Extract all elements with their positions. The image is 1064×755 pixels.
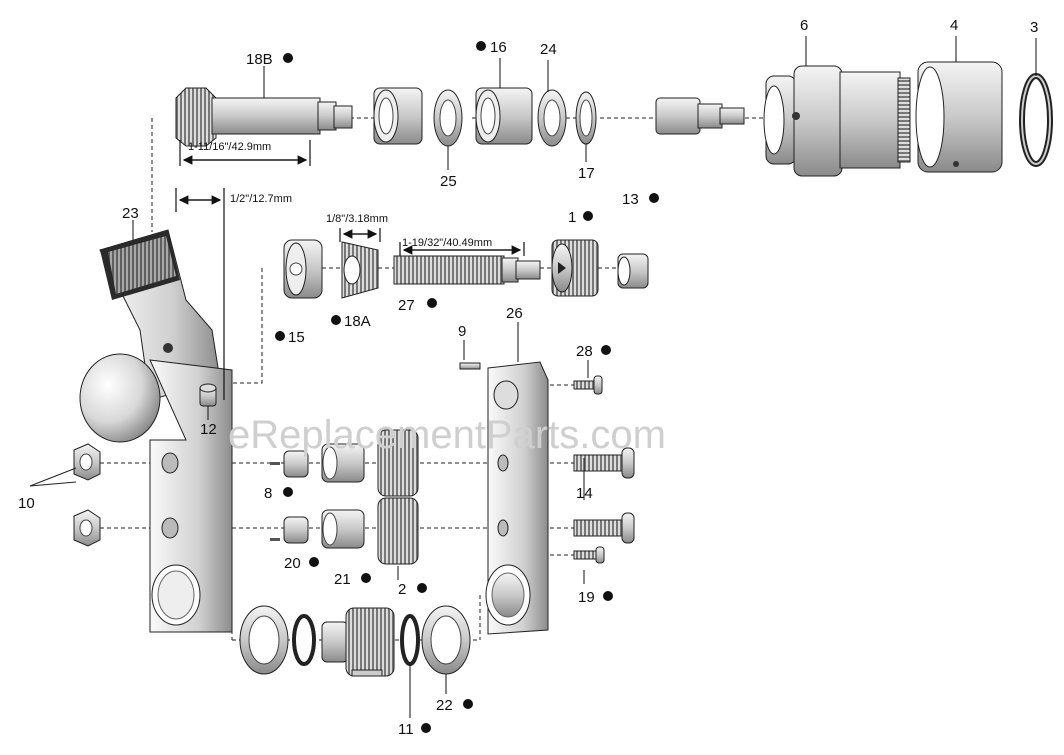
part-26-side-plate <box>485 361 549 635</box>
callout-20: 20 <box>284 555 301 572</box>
part-16-needle-bearing-a <box>373 87 423 145</box>
callout-19: 19 <box>578 589 595 606</box>
part-18b-pinion-shaft <box>175 87 353 147</box>
part-16-needle-bearing-b <box>475 87 533 145</box>
callout-leaders <box>132 36 1037 584</box>
part-10-nuts <box>73 443 101 547</box>
dimension-label-d4: 1-19/32"/40.49mm <box>402 237 492 249</box>
part-3-retaining-ring <box>1019 73 1053 167</box>
callout-4: 4 <box>950 17 958 34</box>
part-19-screw <box>573 546 605 564</box>
part-9-pin <box>459 362 481 370</box>
callout-8: 8 <box>264 485 272 502</box>
callout-28: 28 <box>576 343 593 360</box>
callout-18a: 18A <box>344 313 371 330</box>
callout-13: 13 <box>622 191 639 208</box>
callout-12: 12 <box>200 421 217 438</box>
callout-22: 22 <box>436 697 453 714</box>
part-6-clutch-housing <box>763 65 911 177</box>
callout-27: 27 <box>398 297 415 314</box>
part-4-collar <box>915 61 1003 173</box>
callout-9: 9 <box>458 323 466 340</box>
part-23-angle-head-housing <box>79 229 233 633</box>
callout-1: 1 <box>568 209 576 226</box>
gear-train-upper <box>270 429 419 497</box>
callout-leaders-bottom <box>397 566 447 718</box>
part-25-washer <box>433 89 463 147</box>
part-12-plug <box>199 383 217 407</box>
callout-14: 14 <box>576 485 593 502</box>
callout-3: 3 <box>1030 19 1038 36</box>
dimension-label-d1: 1-11/16"/42.9mm <box>188 141 271 153</box>
part-14-screws <box>573 447 635 544</box>
callout-labels: 18B 16 24 6 4 3 25 17 23 1 13 15 18A 27 … <box>18 17 1038 738</box>
dimension-lines <box>175 140 525 400</box>
callout-25: 25 <box>440 173 457 190</box>
watermark: eReplacementParts.com <box>228 413 666 457</box>
callout-11: 11 <box>398 721 414 738</box>
part-28-screw <box>573 375 603 395</box>
part-24-ring <box>537 89 567 147</box>
part-15-ball-bearing <box>283 239 323 299</box>
callout-6: 6 <box>800 17 808 34</box>
output-spindle <box>321 607 395 677</box>
bottom-bearing-left <box>239 605 289 675</box>
callout-2: 2 <box>398 581 406 598</box>
part-13-bearing <box>617 253 649 289</box>
dimension-label-d2: 1/2"/12.7mm <box>230 193 292 205</box>
callout-23: 23 <box>122 205 139 222</box>
part-17-shim <box>575 91 597 145</box>
part-11-retaining-ring <box>400 614 420 666</box>
part-18a-bevel-gear <box>341 241 379 299</box>
callout-24: 24 <box>540 41 557 58</box>
callout-15: 15 <box>288 329 305 346</box>
callout-17: 17 <box>578 165 595 182</box>
callout-21: 21 <box>334 571 351 588</box>
callout-26: 26 <box>506 305 523 322</box>
bottom-ring-left <box>292 614 316 666</box>
gear-train-lower <box>270 497 419 565</box>
callout-16: 16 <box>490 39 507 56</box>
part-22-bearing <box>421 605 471 675</box>
part-1-gear <box>551 239 599 297</box>
callout-10: 10 <box>18 495 35 512</box>
leader-part-10 <box>29 467 77 487</box>
spindle-adapter <box>655 97 745 135</box>
dimension-label-d3: 1/8"/3.18mm <box>326 213 388 225</box>
part-27-splined-shaft <box>393 255 541 285</box>
callout-18b: 18B <box>246 51 273 68</box>
